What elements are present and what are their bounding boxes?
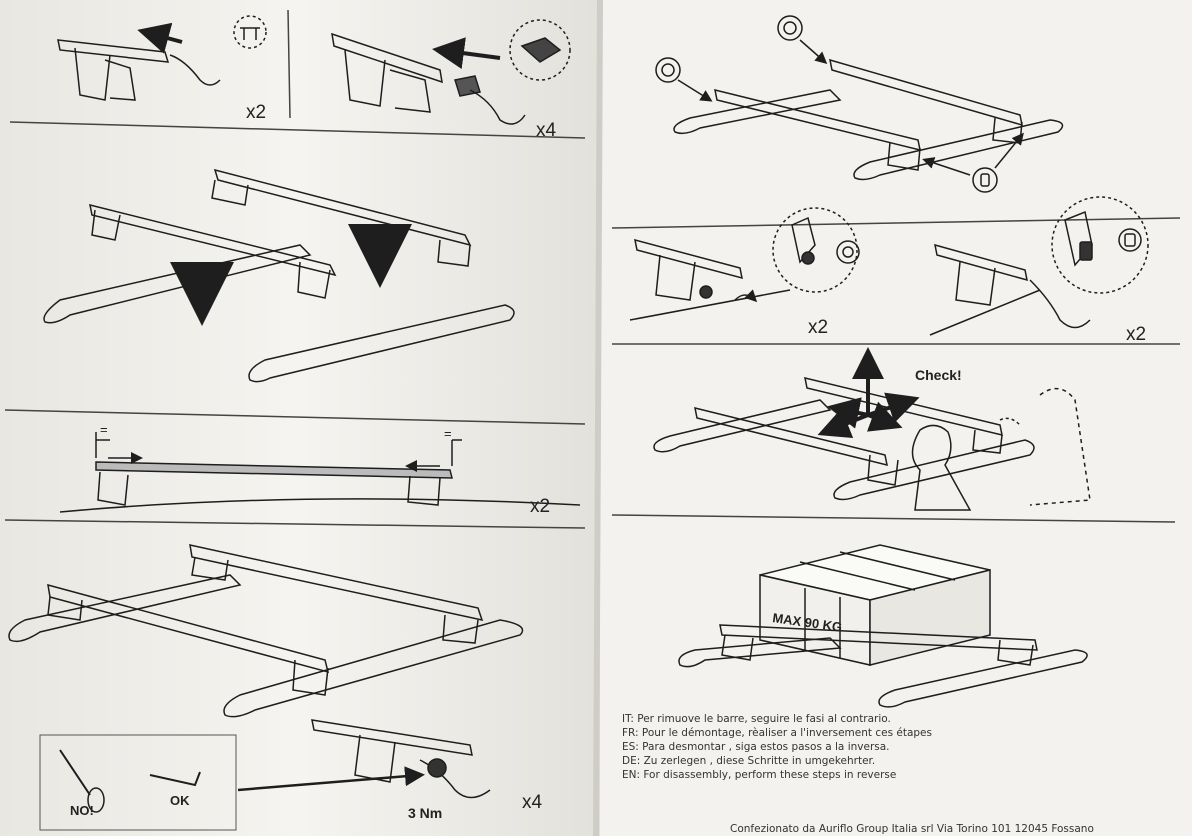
step1-illustration xyxy=(57,15,267,101)
step-lock-right-count: x2 xyxy=(1126,324,1146,345)
instruction-es: ES: Para desmontar , siga estos pasos a … xyxy=(622,741,890,753)
equal-mark-right: = xyxy=(444,426,452,441)
left-page xyxy=(0,0,600,836)
equal-mark-left: = xyxy=(100,422,108,437)
step-lock-left-count: x2 xyxy=(808,317,828,338)
step-lock-left-illustration xyxy=(629,207,860,321)
step2-count: x4 xyxy=(536,120,557,141)
footer-text: Confezionato da Auriflo Group Italia srl… xyxy=(730,823,1094,835)
step4-count: x2 xyxy=(530,496,550,517)
step4-illustration xyxy=(59,432,581,513)
right-page xyxy=(600,0,1192,836)
divider xyxy=(9,121,586,139)
page-fold xyxy=(593,0,603,836)
instruction-de: DE: Zu zerlegen , diese Schritte in umge… xyxy=(622,755,875,767)
step-check-illustration xyxy=(653,347,1091,511)
person-icon xyxy=(911,424,972,511)
divider xyxy=(611,514,1176,523)
torque-label: 3 Nm xyxy=(408,805,442,821)
instruction-fr: FR: Pour le démontage, rèaliser a l'inve… xyxy=(622,727,932,739)
tool-right-label: OK xyxy=(170,793,190,808)
instruction-en: EN: For disassembly, perform these steps… xyxy=(622,769,896,781)
step5-illustration xyxy=(8,544,524,831)
divider xyxy=(611,217,1181,229)
step-lock-right-illustration xyxy=(929,196,1149,336)
divider xyxy=(4,409,586,425)
divider xyxy=(287,9,291,119)
step3-illustration xyxy=(43,168,515,383)
check-label: Check! xyxy=(915,367,962,383)
step5-count: x4 xyxy=(522,792,543,813)
step-load-illustration xyxy=(678,544,1088,708)
step1-count: x2 xyxy=(246,102,266,123)
divider xyxy=(4,519,586,529)
tool-wrong-label: NO! xyxy=(70,803,94,818)
instruction-it: IT: Per rimuove le barre, seguire le fas… xyxy=(622,713,891,725)
step2-illustration xyxy=(331,19,571,125)
instructions-block: IT: Per rimuove le barre, seguire le fas… xyxy=(622,713,932,781)
step-caps-illustration xyxy=(655,15,1064,193)
